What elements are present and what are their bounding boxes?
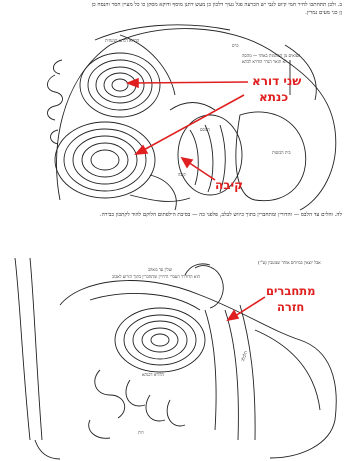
red-label-connect-2: חזרה bbox=[277, 300, 304, 314]
middle-text: לה. והלים עד הלבס — והדורין ומתחברין בתו… bbox=[100, 212, 342, 218]
red-label-stomach: קיבה bbox=[215, 178, 243, 192]
red-label-two-intestines-2: כנתא bbox=[259, 90, 288, 104]
red-label-two-intestines-1: שני דורא bbox=[252, 74, 301, 88]
label-note-2: לא תואר הגדר הודרא לכתא bbox=[242, 59, 287, 64]
label-ileum: הדרוא דכתא המנחית bbox=[105, 38, 139, 43]
figure2-red-arrows bbox=[228, 297, 265, 320]
label-omasum: המסס bbox=[200, 127, 210, 132]
label-center-2: הוא הדודרד העברי הירויין ומתחברין בתוך ה… bbox=[112, 274, 200, 279]
label-center-1: ועלין עד מאהב bbox=[148, 267, 172, 272]
label-caecum: כרס bbox=[232, 43, 239, 48]
red-label-connect-1: מתחברים bbox=[266, 284, 315, 298]
label-bottom: רות bbox=[138, 430, 144, 435]
label-note-1: הצואים מן המהמות באחד — מהסה bbox=[242, 53, 300, 58]
label-top-right: אבל יוצאין במיוחס אוחר שמטבין (ע"י) bbox=[258, 260, 321, 265]
label-spiral: הדורא דכנתא bbox=[142, 372, 164, 377]
label-small-abomasum: קיבה bbox=[178, 172, 186, 177]
label-reticulum: בית הכוסות bbox=[272, 150, 291, 155]
